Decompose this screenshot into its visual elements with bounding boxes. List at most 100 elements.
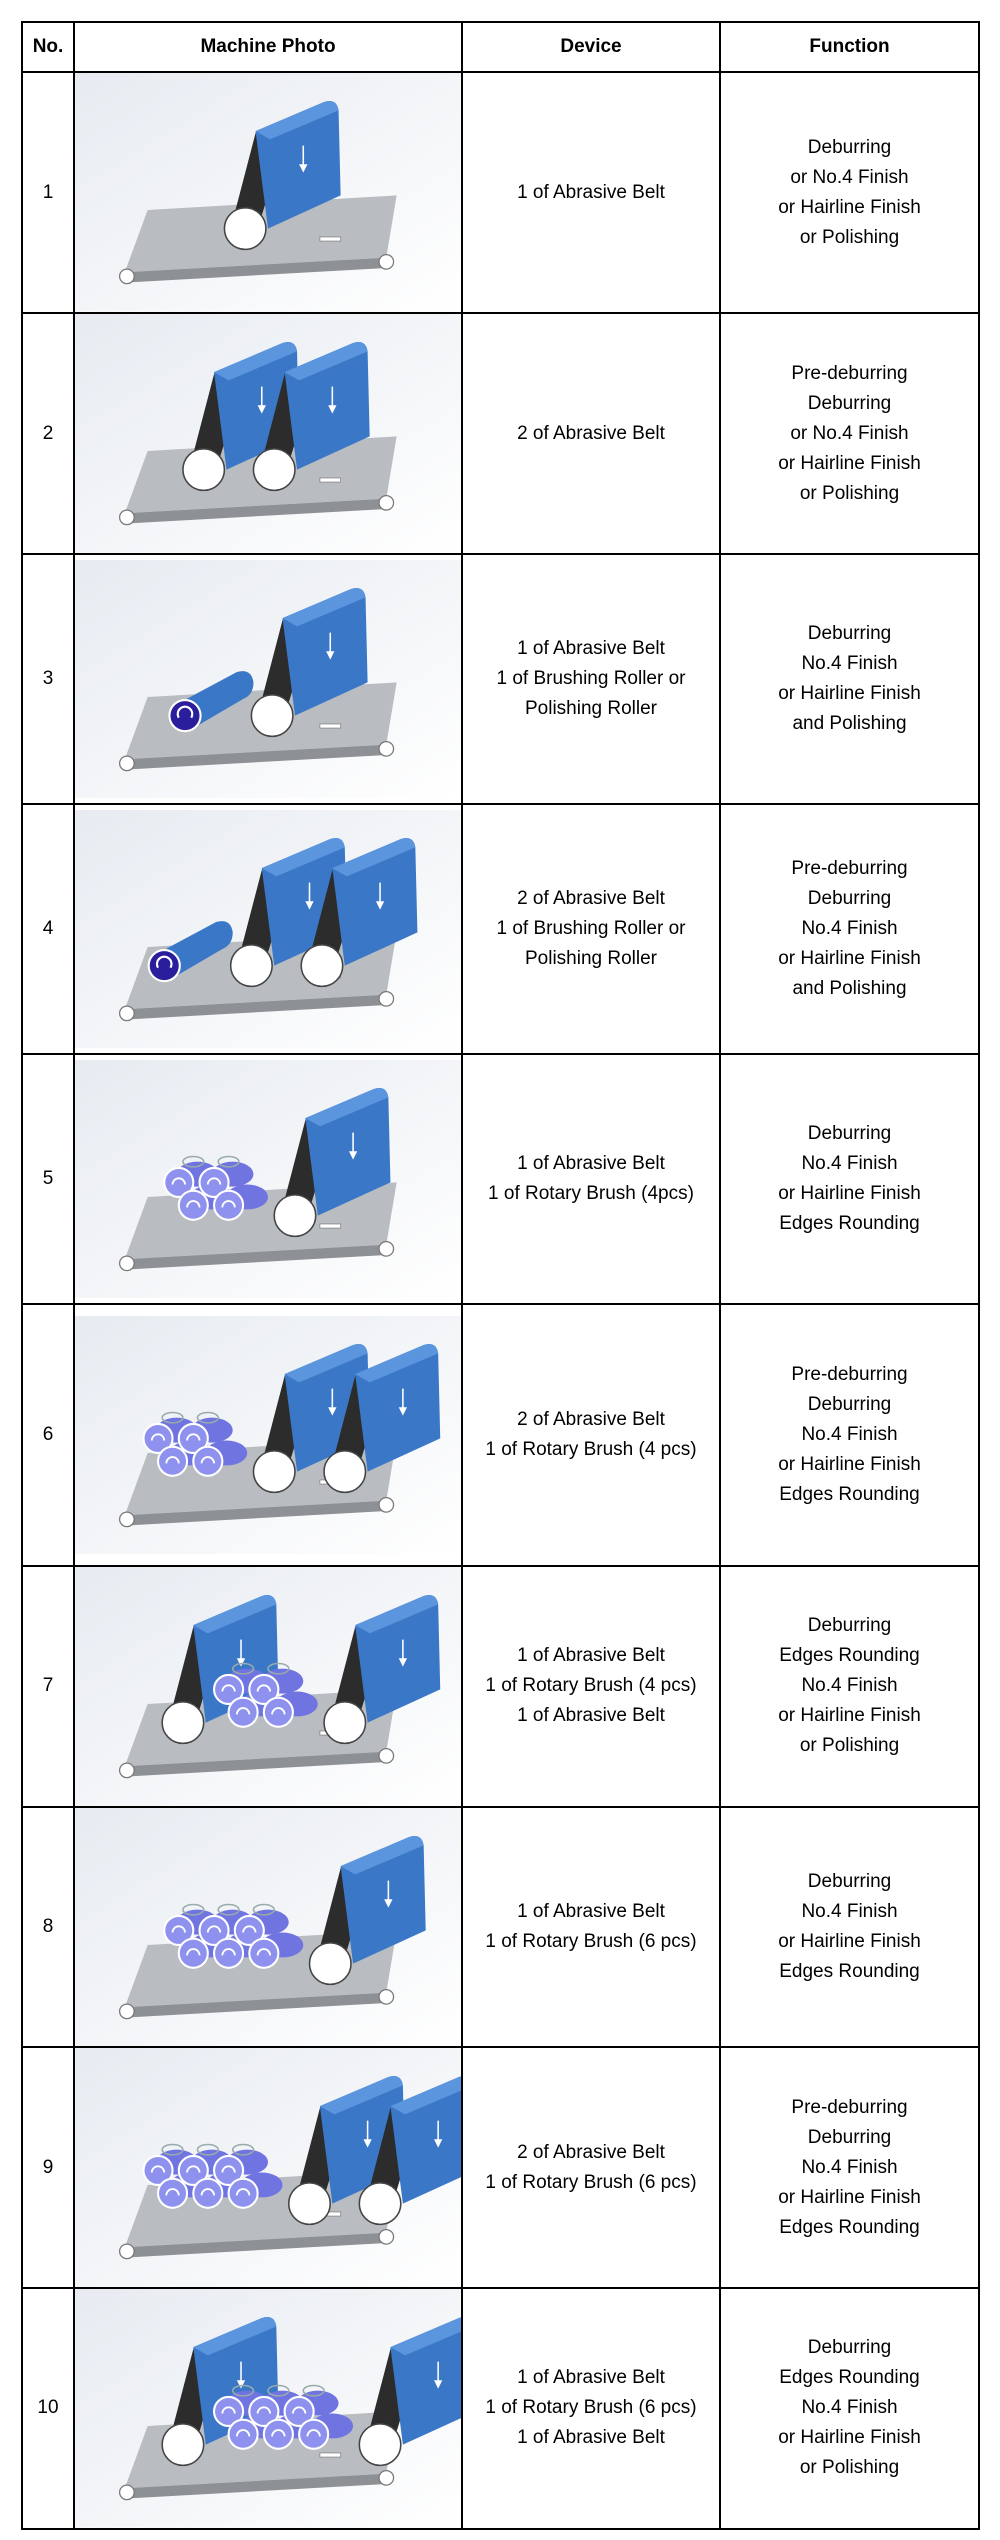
machine-photo-cell bbox=[73, 71, 463, 314]
brush6-unit-2 bbox=[213, 2384, 354, 2450]
belt-unit-2 bbox=[308, 1835, 426, 1985]
machine-photo-cell bbox=[73, 803, 463, 1055]
header-row: No. Machine Photo Device Function bbox=[21, 21, 980, 73]
function-line: Deburring bbox=[807, 1870, 892, 1892]
machine-illustration bbox=[75, 1807, 461, 2047]
device-cell: 1 of Abrasive Belt 1 of Rotary Brush (6 p… bbox=[461, 2286, 721, 2530]
function-line: Deburring bbox=[807, 2126, 892, 2148]
device-line: 1 of Rotary Brush (4 pcs) bbox=[485, 1675, 697, 1697]
machine-spec-table: No. Machine Photo Device Function 1 1 of … bbox=[21, 21, 980, 2530]
machine-illustration bbox=[75, 1315, 461, 1555]
function-line: Edges Rounding bbox=[779, 1484, 920, 1505]
function-line: No.4 Finish bbox=[801, 653, 898, 674]
function-line: Deburring bbox=[807, 888, 892, 909]
belt-unit-2 bbox=[252, 342, 370, 492]
device-line: 1 of Abrasive Belt bbox=[517, 1153, 665, 1174]
belt-unit-3 bbox=[358, 2317, 461, 2467]
function-line: Edges Rounding bbox=[779, 2216, 920, 2238]
row-number: 7 bbox=[21, 1565, 75, 1808]
device-line: 1 of Abrasive Belt bbox=[517, 638, 665, 659]
roller-unit-1 bbox=[147, 920, 233, 982]
belt-unit-3 bbox=[323, 1595, 441, 1745]
function-line: Pre-deburring bbox=[791, 2096, 908, 2118]
machine-illustration bbox=[75, 2048, 461, 2287]
function-line: or Polishing bbox=[799, 226, 900, 248]
row-number: 1 bbox=[21, 71, 75, 314]
function-line: Edges Rounding bbox=[779, 1645, 920, 1667]
function-line: or Polishing bbox=[799, 482, 900, 504]
function-line: or Hairline Finish bbox=[778, 1454, 921, 1475]
device-line: 2 of Abrasive Belt bbox=[517, 1409, 665, 1430]
machine-illustration bbox=[75, 1567, 461, 1806]
header-device: Device bbox=[461, 21, 721, 73]
brush6-unit-1 bbox=[163, 1903, 304, 1969]
device-line: 2 of Abrasive Belt bbox=[517, 422, 665, 444]
machine-photo-cell bbox=[73, 312, 463, 555]
function-line: and Polishing bbox=[792, 713, 907, 734]
header-machine-photo: Machine Photo bbox=[73, 21, 463, 73]
brush4-unit-2 bbox=[213, 1662, 318, 1728]
belt-unit-2 bbox=[273, 1087, 391, 1237]
function-line: or Hairline Finish bbox=[778, 1930, 921, 1952]
function-line: Pre-deburring bbox=[791, 1364, 908, 1385]
function-line: or Polishing bbox=[799, 2457, 900, 2479]
machine-photo-cell bbox=[73, 553, 463, 805]
function-line: Edges Rounding bbox=[779, 1960, 920, 1982]
belt-unit-3 bbox=[300, 837, 418, 987]
brush6-unit-1 bbox=[142, 2143, 283, 2210]
row-number: 9 bbox=[21, 2046, 75, 2289]
machine-illustration bbox=[75, 2288, 461, 2528]
function-line: Deburring bbox=[807, 1394, 892, 1415]
machine-illustration bbox=[75, 1059, 461, 1299]
function-line: No.4 Finish bbox=[801, 1675, 898, 1697]
function-line: or Hairline Finish bbox=[778, 196, 921, 218]
function-line: Deburring bbox=[807, 2337, 892, 2359]
device-cell: 2 of Abrasive Belt bbox=[461, 312, 721, 555]
device-line: 2 of Abrasive Belt bbox=[517, 888, 665, 909]
device-line: 1 of Rotary Brush (4 pcs) bbox=[485, 1439, 697, 1460]
function-line: or Polishing bbox=[799, 1735, 900, 1757]
function-line: or Hairline Finish bbox=[778, 452, 921, 474]
machine-illustration bbox=[75, 314, 461, 553]
device-line: 1 of Rotary Brush (6 pcs) bbox=[485, 2397, 697, 2419]
function-line: No.4 Finish bbox=[801, 1424, 898, 1445]
device-line: 1 of Brushing Roller or bbox=[496, 668, 686, 689]
row-number: 5 bbox=[21, 1053, 75, 1305]
brush4-unit-1 bbox=[142, 1411, 248, 1477]
function-line: No.4 Finish bbox=[801, 1153, 898, 1174]
device-cell: 1 of Abrasive Belt bbox=[461, 71, 721, 314]
function-line: or Hairline Finish bbox=[778, 1705, 921, 1727]
function-line: or Hairline Finish bbox=[778, 948, 921, 969]
function-line: Pre-deburring bbox=[791, 362, 908, 384]
header-function: Function bbox=[719, 21, 980, 73]
machine-photo-cell bbox=[73, 1805, 463, 2049]
device-line: 1 of Abrasive Belt bbox=[517, 2367, 665, 2389]
belt-unit-3 bbox=[358, 2076, 461, 2226]
function-line: Deburring bbox=[807, 1123, 892, 1144]
device-line: 1 of Abrasive Belt bbox=[517, 181, 665, 203]
belt-unit-1 bbox=[223, 101, 341, 251]
function-line: Deburring bbox=[807, 392, 892, 414]
belt-unit-2 bbox=[250, 587, 368, 737]
function-line: No.4 Finish bbox=[801, 1900, 898, 1922]
function-line: No.4 Finish bbox=[801, 2156, 898, 2178]
machine-illustration bbox=[75, 809, 461, 1049]
device-line: Polishing Roller bbox=[524, 948, 657, 969]
